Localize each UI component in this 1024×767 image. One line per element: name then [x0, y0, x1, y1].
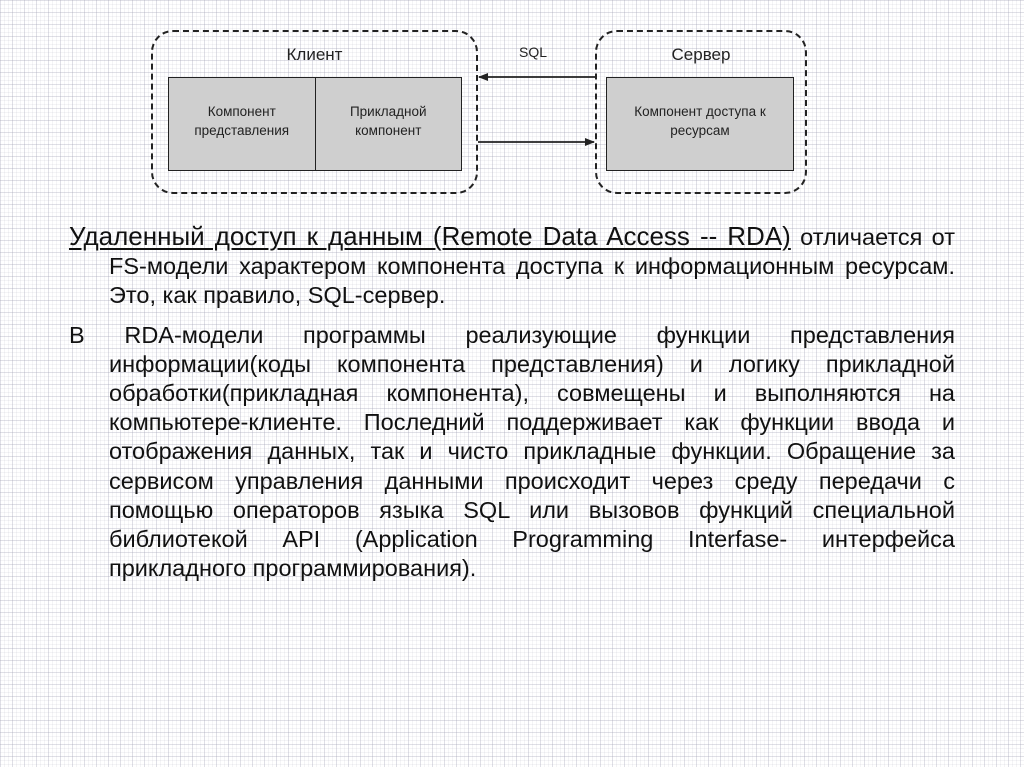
- client-container: Клиент: [151, 30, 478, 194]
- architecture-diagram: Клиент Компонент представления Прикладно…: [0, 0, 1024, 210]
- client-title: Клиент: [286, 45, 343, 64]
- connection-arrows: [478, 73, 595, 146]
- server-title: Сервер: [671, 45, 731, 64]
- rda-definition-body: отличается от FS-модели характером компо…: [109, 224, 955, 309]
- rda-term: Удаленный доступ к данным (Remote Data A…: [69, 221, 791, 251]
- application-component: Прикладной компонент: [314, 78, 462, 170]
- server-container: Сервер: [595, 30, 807, 194]
- server-components: Компонент доступа к ресурсам: [606, 77, 794, 171]
- presentation-component: Компонент представления: [194, 104, 290, 138]
- slide-text: Удаленный доступ к данным (Remote Data A…: [69, 221, 955, 583]
- sql-label: SQL: [518, 44, 547, 60]
- resource-access-component: Компонент доступа к ресурсам: [634, 104, 766, 138]
- paragraph-rda-model: В RDA-модели программы реализующие функц…: [69, 321, 955, 582]
- client-components: Компонент представления Прикладной компо…: [168, 77, 462, 171]
- paragraph-rda-definition: Удаленный доступ к данным (Remote Data A…: [69, 221, 955, 311]
